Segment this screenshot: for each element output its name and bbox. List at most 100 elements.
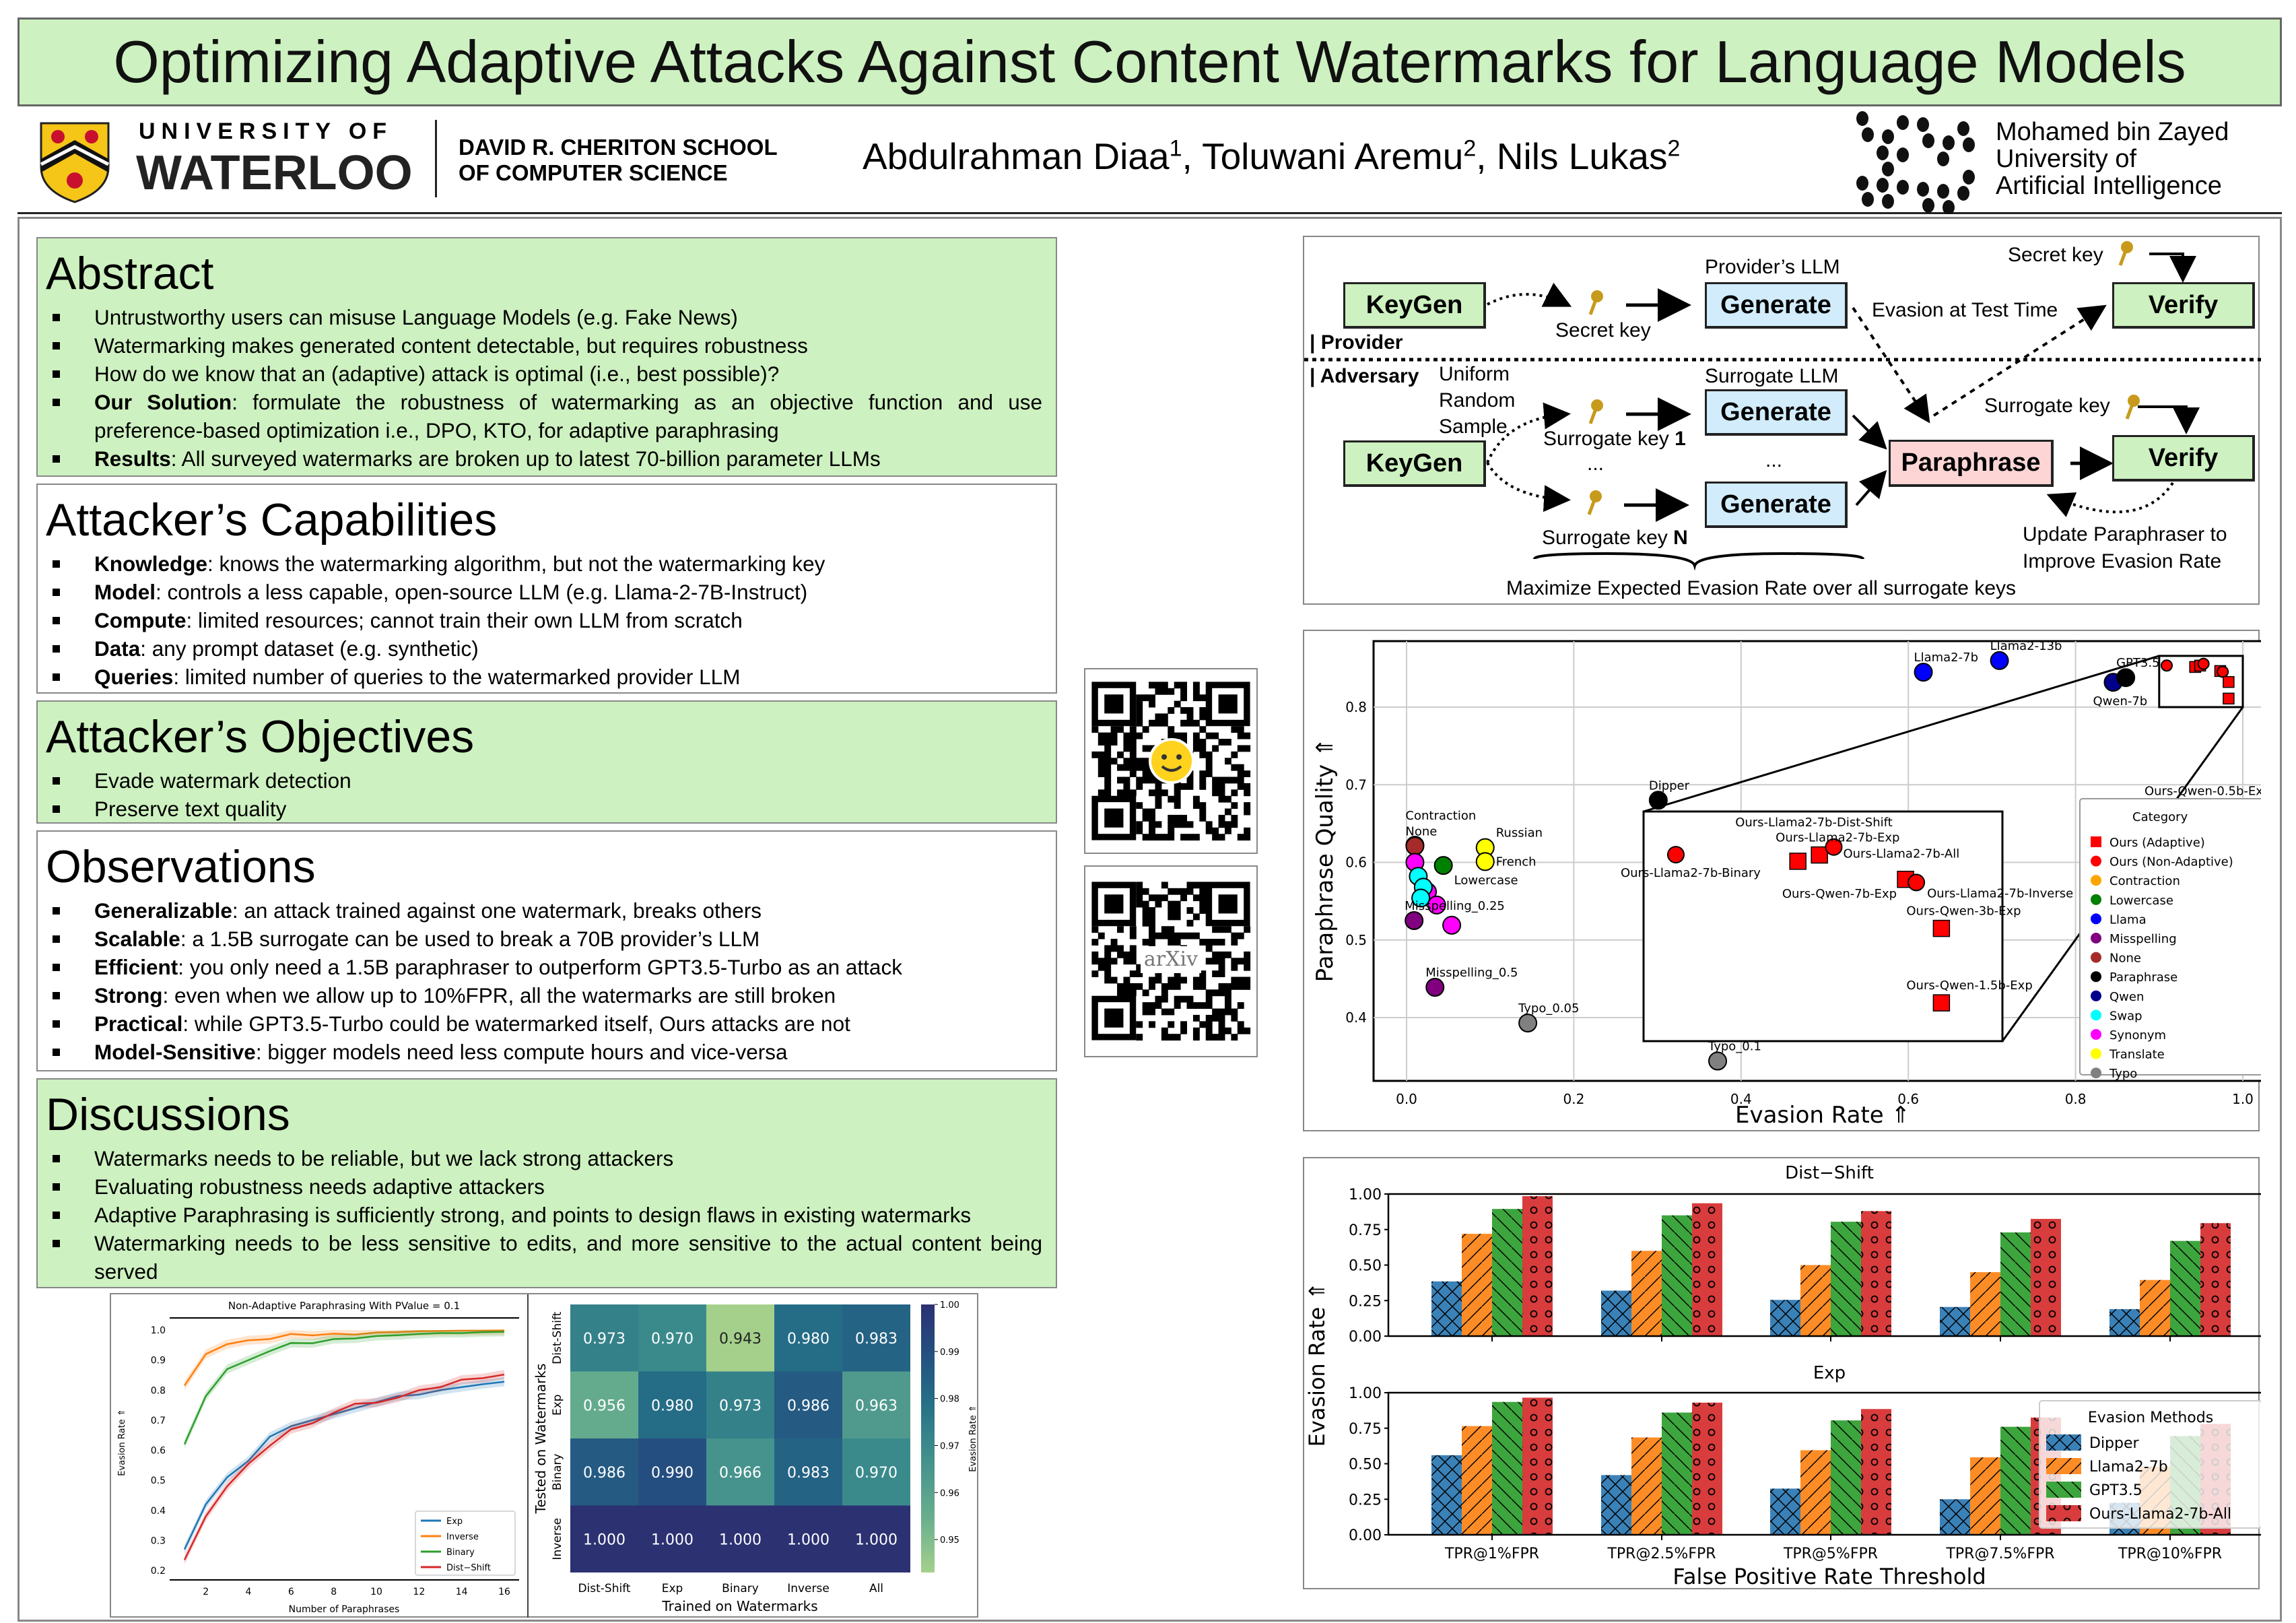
bar-gpt3-5 [2000,1426,2031,1535]
qr-module [1231,751,1238,758]
qr-module [1117,989,1124,997]
qr-module [1142,726,1149,733]
legend-label: Ours (Adaptive) [2109,836,2205,850]
qr-module [1180,719,1188,727]
y-tick-label: 0.8 [1345,699,1367,715]
y-tick-label: Binary [551,1453,564,1490]
point-annotation: Ours-Llama2-7b-Exp [1776,831,1899,845]
qr-module [1155,713,1162,721]
qr-module [1199,783,1207,790]
qr-module [1104,776,1112,784]
x-tick-label: All [869,1582,883,1595]
qr-module [1161,926,1168,933]
x-tick-label: 16 [498,1587,510,1597]
point-annotation: Dipper [1649,779,1690,793]
qr-module [1244,789,1251,797]
qr-module [1136,713,1143,721]
legend-marker [2091,875,2101,886]
y-tick-label: Exp [551,1394,564,1416]
qr-module [1091,939,1099,946]
arxiv-qr-code[interactable]: arXiv [1084,865,1258,1057]
bar-dipper [1770,1300,1800,1336]
qr-module [1123,732,1130,739]
qr-module [1123,789,1130,797]
section-heading: Attacker’s Capabilities [46,494,498,545]
bar-dipper [1940,1306,1970,1336]
heatmap-value: 1.000 [583,1531,626,1548]
inset-connector [1643,655,2160,813]
huggingface-qr-code[interactable] [1084,668,1258,854]
qr-module [1199,1002,1207,1009]
qr-module [1117,776,1124,784]
qr-module [1224,983,1231,990]
qr-module [1174,983,1181,990]
qr-module [1110,758,1118,765]
qr-module [1123,764,1130,771]
qr-module [1244,745,1251,752]
bar-llama2-7b [1970,1457,2000,1535]
data-point-llama [1914,663,1933,682]
y-tick-label: 0.7 [1345,776,1367,793]
qr-module [1168,1034,1175,1041]
logo-dot [1882,129,1894,144]
qr-module [1199,745,1207,752]
qr-module [1104,945,1112,952]
heatmap-value: 0.963 [855,1397,898,1414]
heatmap-value: 0.986 [787,1397,830,1414]
bar-dipper [1601,1475,1631,1535]
bullet-text: : a 1.5B surrogate can be used to break … [180,927,760,951]
qr-module [1136,827,1143,834]
heatmap-value: 0.966 [719,1465,762,1482]
qr-module [1161,713,1168,721]
qr-module [1129,926,1137,933]
qr-module [1168,1008,1175,1016]
legend-label: Contraction [2109,874,2180,888]
heatmap-cell [774,1371,842,1438]
logo-dot [1897,147,1909,162]
heatmap-cell [706,1438,774,1506]
logo-dot [1937,152,1949,166]
qr-module [1129,983,1137,990]
qr-module [1091,726,1099,733]
qr-module [1104,958,1112,965]
bar-llama2-7b [1462,1234,1492,1336]
qr-module [1104,764,1112,771]
dashed-arrow [1932,304,2107,417]
update-paraphraser-label: Update Paraphraser to [2023,523,2227,545]
qr-module [1110,939,1118,946]
verify-adversary-box: Verify [2112,435,2255,482]
qr-module [1192,1002,1200,1009]
qr-module [1218,814,1225,822]
bar-dipper [1431,1455,1462,1535]
point-annotation: Typo_0.1 [1708,1040,1761,1054]
qr-module [1224,989,1231,997]
generate-provider-box: Generate [1705,282,1848,329]
evasion-test-time-label: Evasion at Test Time [1872,299,2058,321]
qr-module [1192,732,1200,739]
x-tick-label: 0.4 [1730,1091,1752,1107]
diagram-arrows [1304,241,2261,571]
logo-dot [1943,200,1955,214]
y-tick-label: 0.6 [151,1446,166,1457]
qr-module [1186,907,1194,914]
qr-module [1231,976,1238,984]
qr-module [1237,834,1244,841]
key-icon [2125,395,2140,420]
qr-module [1186,707,1194,714]
colorbar-tick-label: 0.98 [940,1395,959,1405]
qr-module [1212,1034,1219,1041]
legend-swatch [2046,1458,2081,1474]
qr-module [1180,783,1188,790]
qr-module [1149,907,1155,914]
line-binary [183,1331,505,1445]
qr-module [1091,926,1099,933]
bullet-list: Knowledge: knows the watermarking algori… [46,550,1042,691]
provider-label: | Provider [1310,331,1403,354]
qr-module [1186,783,1194,790]
logo-dot [1917,117,1929,132]
section-heading: Observations [46,841,316,892]
qr-module [1244,983,1251,990]
point-annotation: Qwen-7b [2093,694,2147,708]
qr-module [1129,739,1137,746]
x-tick-label: TPR@1%FPR [1444,1546,1539,1562]
